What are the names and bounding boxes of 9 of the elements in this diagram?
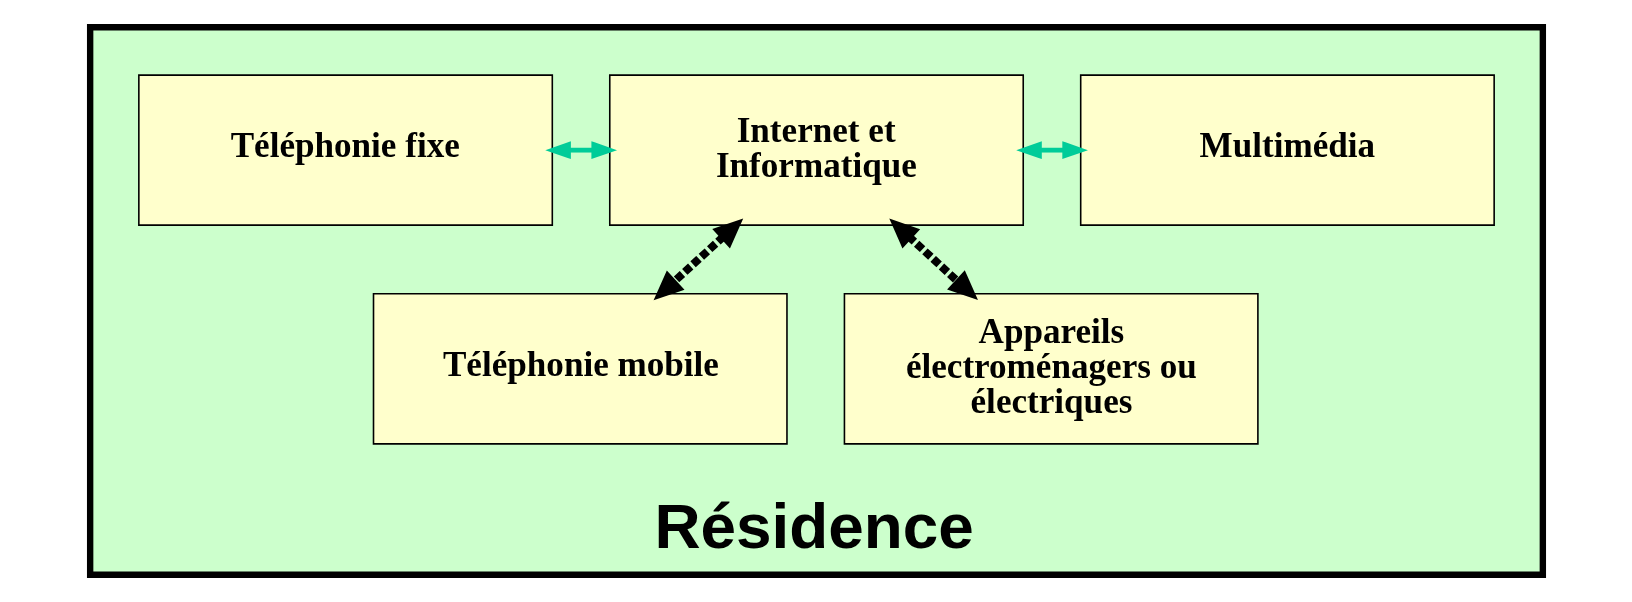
arrow [1015,141,1088,160]
node-box: Multimédia [1079,74,1495,226]
node-box: Appareils électroménagers ou électriques [843,293,1259,445]
arrow [544,141,617,160]
arrow [653,218,743,301]
arrow [888,218,978,300]
node-box: Téléphonie fixe [137,74,553,226]
node-box: Internet et Informatique [608,74,1024,226]
node-box: Téléphonie mobile [372,293,788,445]
